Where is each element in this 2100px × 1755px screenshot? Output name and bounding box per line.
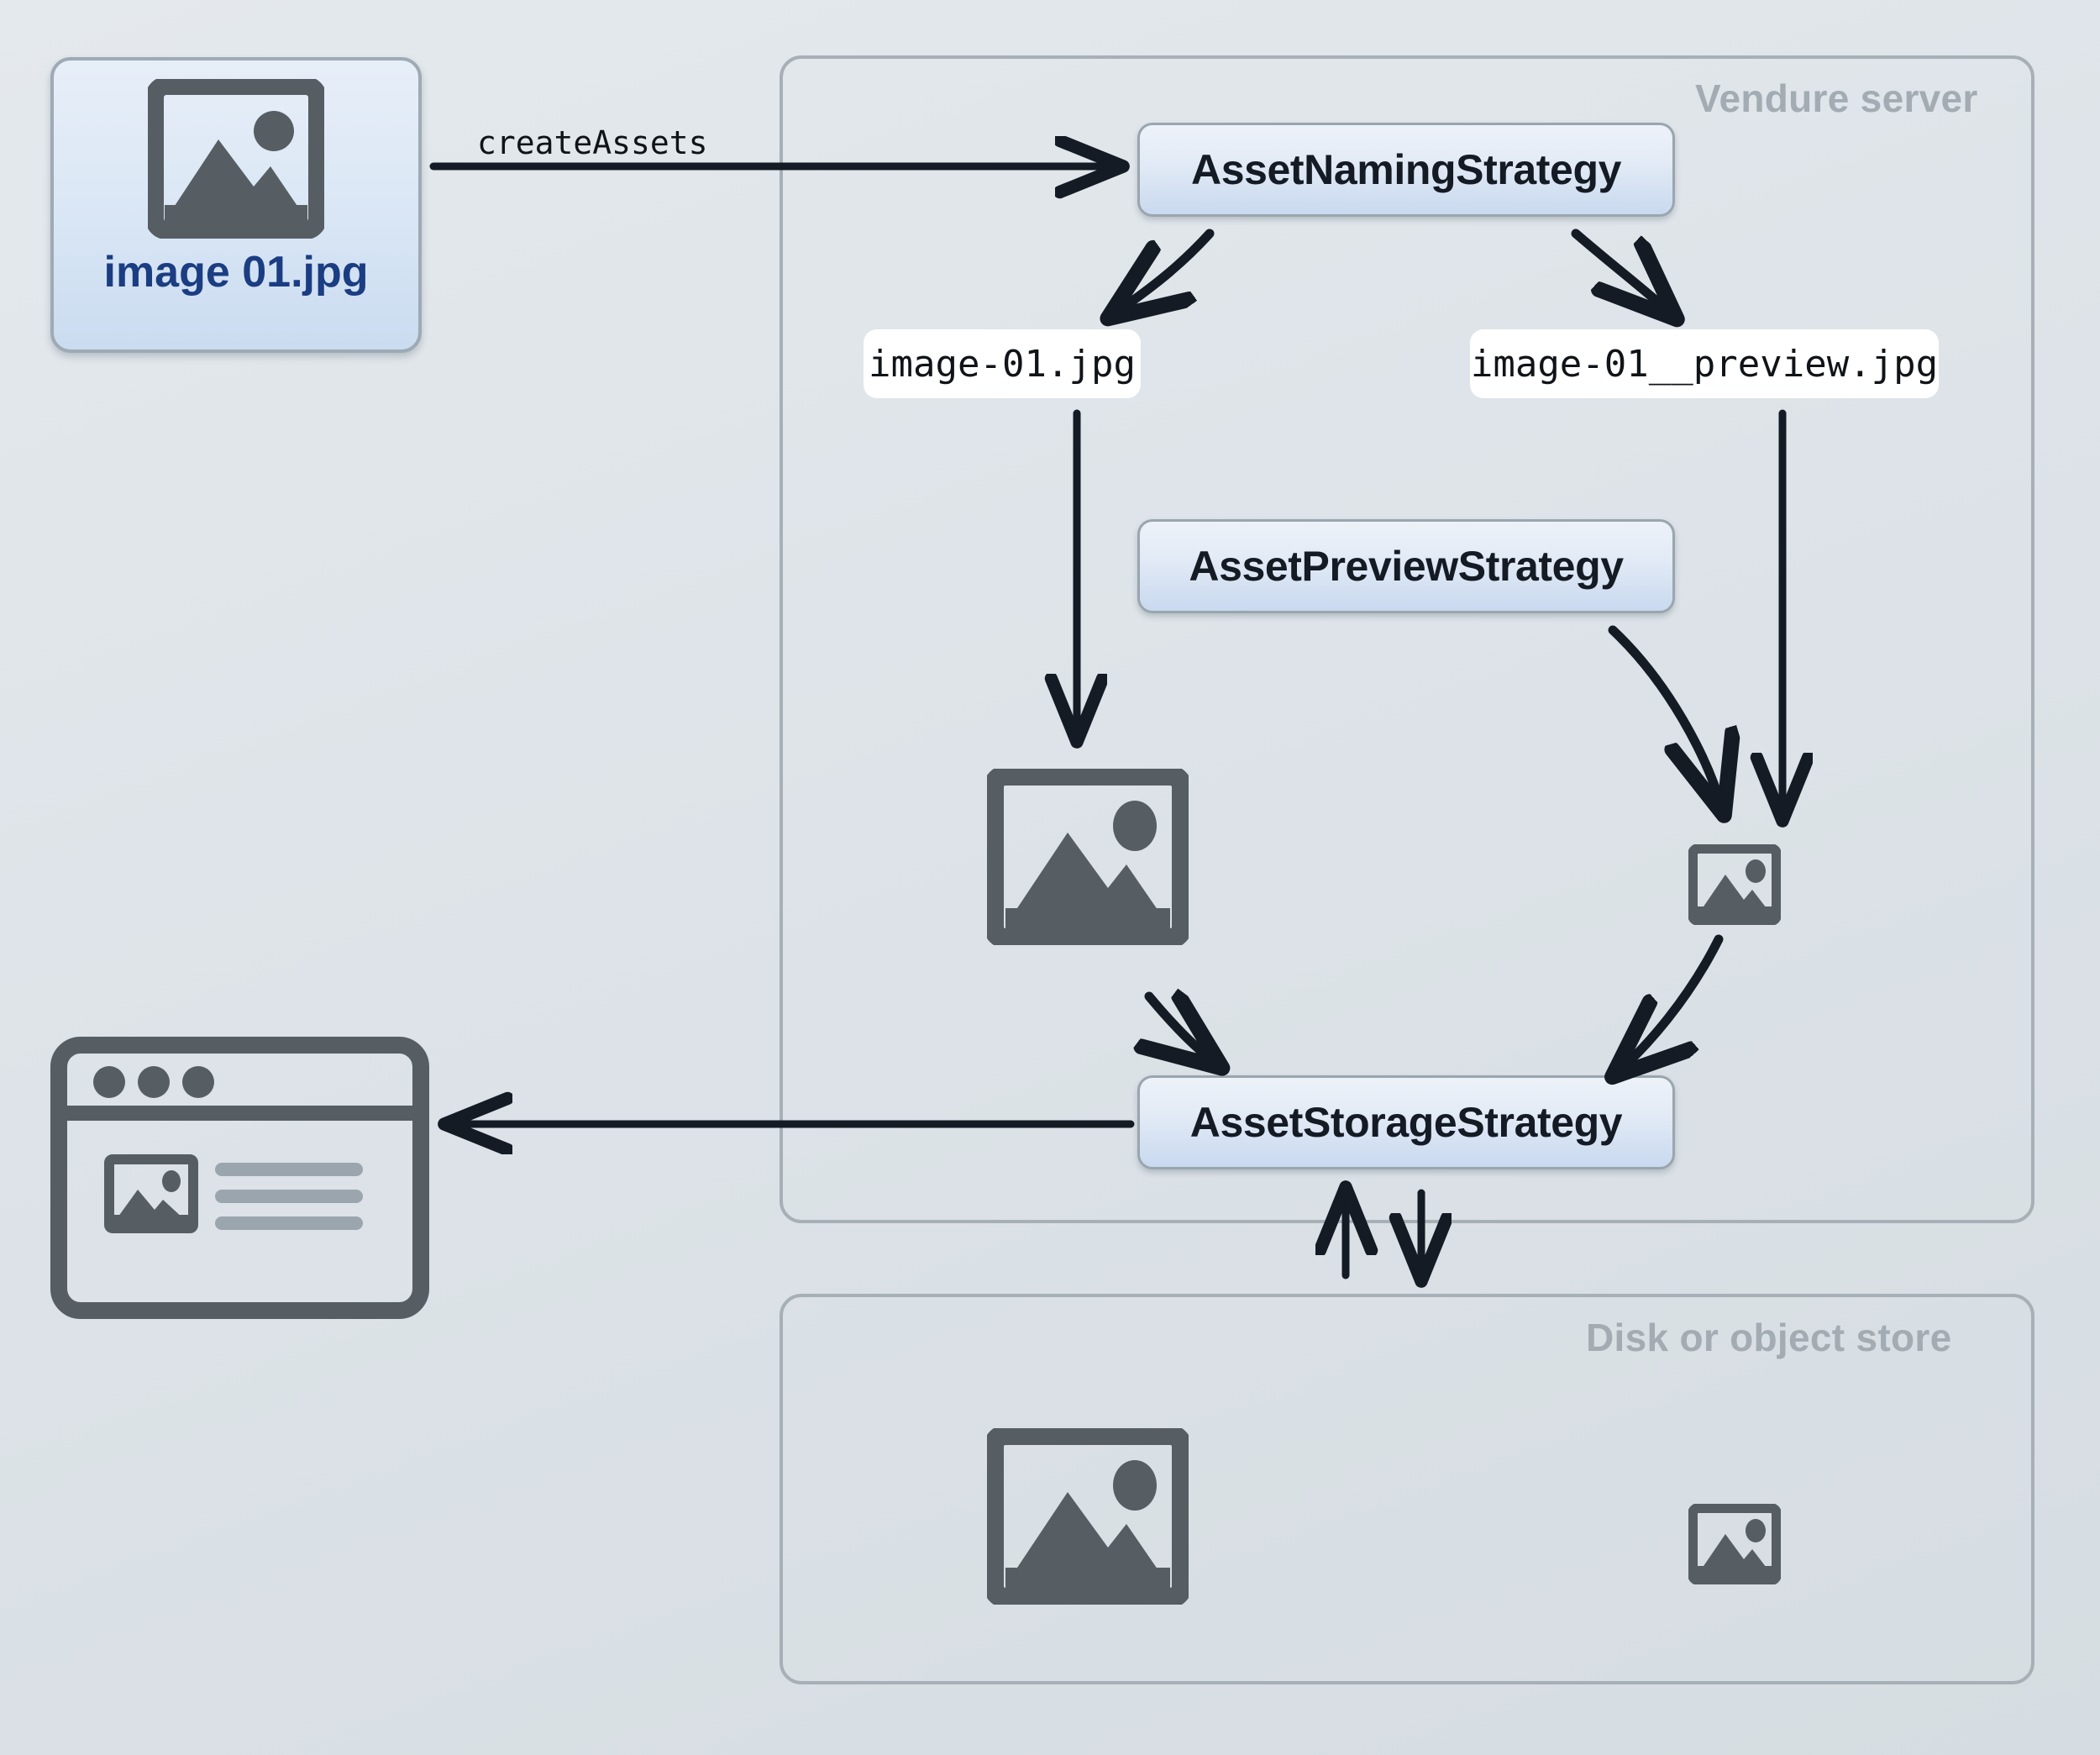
create-assets-edge-label: createAssets <box>477 124 708 161</box>
filename-preview-text: image-01__preview.jpg <box>1470 342 1939 386</box>
disk-preview-image-icon <box>1688 1504 1781 1584</box>
vendure-server-label: Vendure server <box>1695 76 1978 120</box>
server-full-image-icon <box>987 769 1189 945</box>
vendure-server-panel <box>780 55 2034 1223</box>
browser-dot-3 <box>182 1066 214 1098</box>
filename-source-text: image-01.jpg <box>869 342 1136 386</box>
browser-window-mockup[interactable] <box>49 1035 431 1321</box>
server-preview-image-icon <box>1688 844 1781 925</box>
filename-chip-source: image-01.jpg <box>864 329 1141 398</box>
browser-dot-1 <box>93 1066 125 1098</box>
asset-storage-strategy-label: AssetStorageStrategy <box>1189 1099 1623 1146</box>
source-asset-card[interactable]: image 01.jpg <box>50 57 422 353</box>
asset-naming-strategy-label: AssetNamingStrategy <box>1190 146 1621 193</box>
asset-storage-strategy-box[interactable]: AssetStorageStrategy <box>1137 1075 1675 1169</box>
disk-or-object-store-panel <box>780 1294 2034 1684</box>
browser-content-image-icon <box>104 1154 198 1233</box>
asset-preview-strategy-label: AssetPreviewStrategy <box>1189 543 1624 590</box>
filename-chip-preview: image-01__preview.jpg <box>1470 329 1939 398</box>
disk-or-object-store-label: Disk or object store <box>1586 1316 1952 1359</box>
asset-preview-strategy-box[interactable]: AssetPreviewStrategy <box>1137 519 1675 613</box>
asset-naming-strategy-box[interactable]: AssetNamingStrategy <box>1137 123 1675 217</box>
browser-dot-2 <box>138 1066 170 1098</box>
source-asset-label: image 01.jpg <box>103 248 369 297</box>
disk-full-image-icon <box>987 1428 1189 1605</box>
image-placeholder-icon <box>148 79 324 239</box>
browser-text-lines <box>215 1163 363 1230</box>
